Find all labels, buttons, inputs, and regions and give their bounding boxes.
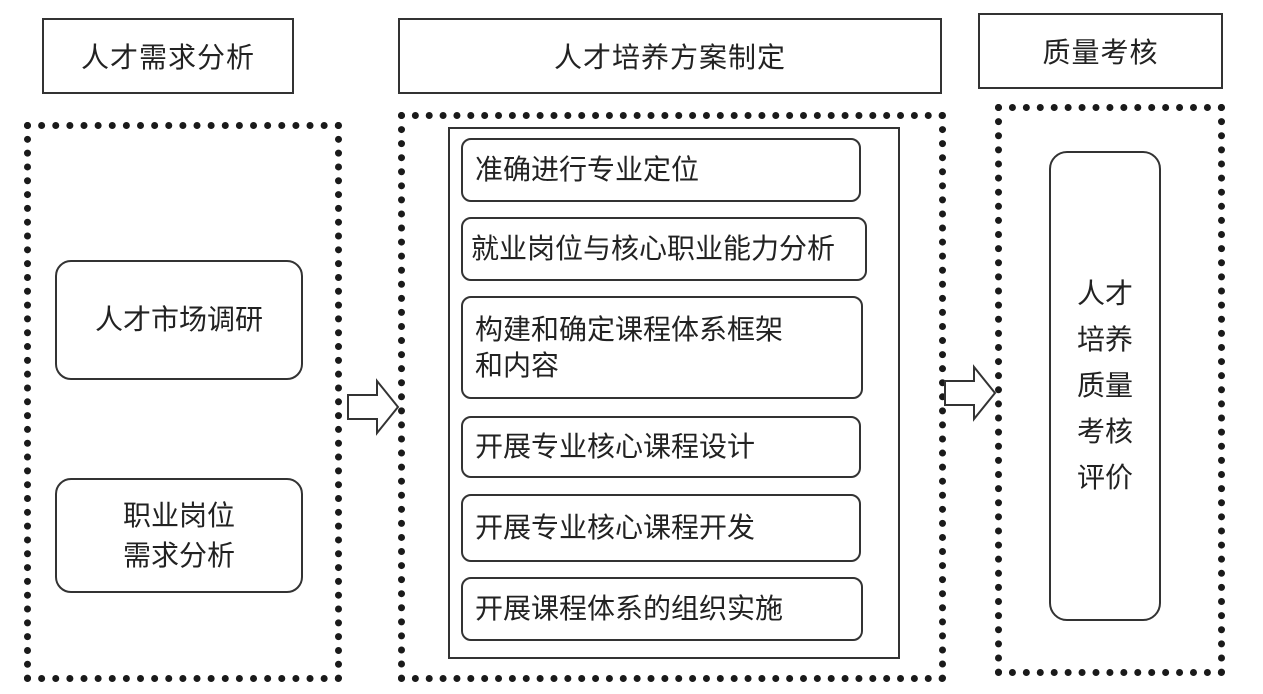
demand-header: 人才需求分析 — [42, 18, 294, 94]
arrow-right-icon — [347, 378, 400, 436]
plan-step-5: 开展专业核心课程开发 — [461, 494, 861, 562]
plan-dotted-frame — [398, 112, 946, 682]
job-demand-box: 职业岗位 需求分析 — [55, 478, 303, 593]
quality-eval-line-5: 评价 — [1076, 461, 1133, 494]
plan-step-1-label: 准确进行专业定位 — [475, 153, 700, 186]
plan-step-4: 开展专业核心课程设计 — [461, 416, 861, 478]
plan-step-2-label: 就业岗位与核心职业能力分析 — [471, 232, 836, 265]
plan-step-6-label: 开展课程体系的组织实施 — [475, 592, 784, 625]
market-research-label: 人才市场调研 — [94, 303, 263, 336]
quality-eval-box: 人才 培养 质量 考核 评价 — [1049, 151, 1161, 621]
plan-step-1: 准确进行专业定位 — [461, 138, 861, 202]
quality-eval-line-1: 人才 — [1076, 277, 1133, 310]
plan-header-label: 人才培养方案制定 — [553, 41, 786, 74]
plan-step-2: 就业岗位与核心职业能力分析 — [461, 217, 867, 281]
job-demand-label-line2: 需求分析 — [122, 538, 235, 572]
plan-step-5-label: 开展专业核心课程开发 — [475, 511, 756, 544]
demand-header-label: 人才需求分析 — [80, 41, 255, 74]
plan-step-6: 开展课程体系的组织实施 — [461, 577, 863, 641]
plan-step-3: 构建和确定课程体系框架 和内容 — [461, 296, 863, 399]
plan-step-3-label-line1: 构建和确定课程体系框架 — [475, 312, 784, 346]
quality-header-label: 质量考核 — [1042, 36, 1159, 69]
plan-step-4-label: 开展专业核心课程设计 — [475, 430, 756, 463]
plan-header: 人才培养方案制定 — [398, 18, 942, 94]
quality-eval-line-2: 培养 — [1076, 323, 1133, 356]
plan-step-3-label-line2: 和内容 — [475, 348, 560, 382]
arrow-right-icon — [944, 364, 997, 422]
demand-dotted-frame — [24, 122, 342, 682]
quality-header: 质量考核 — [978, 13, 1223, 89]
job-demand-label-line1: 职业岗位 — [122, 498, 235, 532]
market-research-box: 人才市场调研 — [55, 260, 303, 380]
quality-eval-line-4: 考核 — [1076, 415, 1133, 448]
quality-dotted-frame — [995, 104, 1225, 676]
quality-eval-line-3: 质量 — [1076, 369, 1133, 402]
